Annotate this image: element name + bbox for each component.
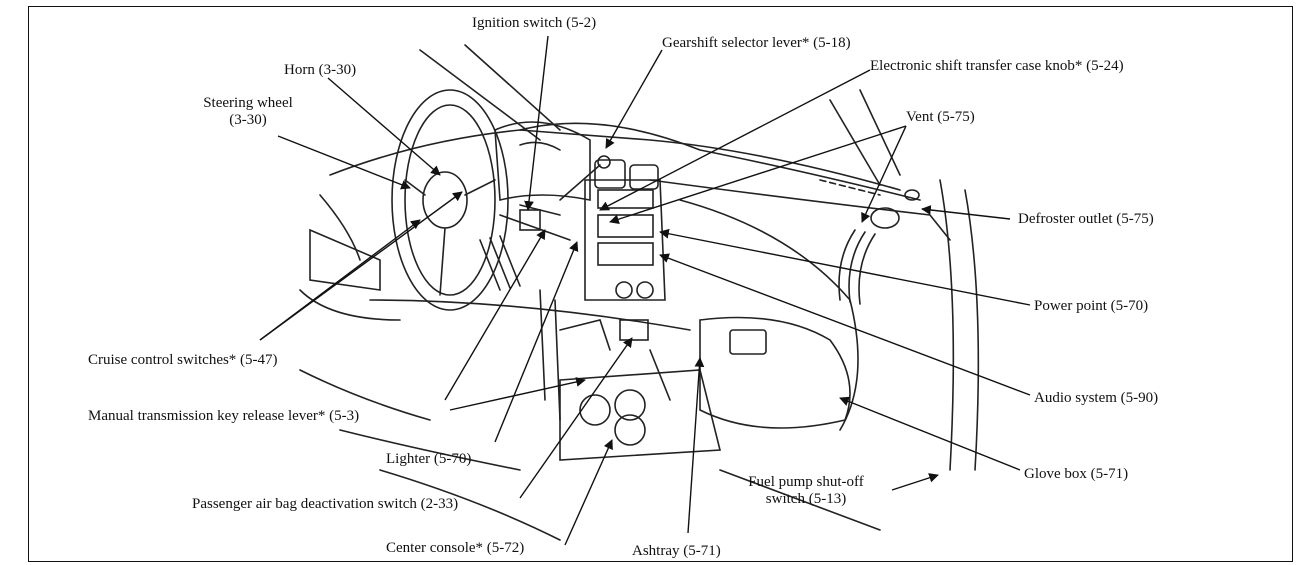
leader-ashtray [687, 357, 705, 534]
label-steering-wheel-line1: Steering wheel [203, 95, 293, 111]
label-cruise-control-switches: Cruise control switches* (5-47) [88, 352, 278, 368]
label-lighter: Lighter (5-70) [386, 451, 472, 467]
label-ashtray: Ashtray (5-71) [632, 543, 721, 559]
label-ignition-switch: Ignition switch (5-2) [472, 15, 597, 31]
leader-horn [327, 77, 441, 176]
label-fuel-pump-switch: Fuel pump shut-off switch (5-13) [722, 474, 890, 508]
label-transfer-case-knob: Electronic shift transfer case knob* (5-… [870, 58, 1124, 74]
label-gearshift-selector-lever: Gearshift selector lever* (5-18) [662, 35, 851, 51]
label-fuel-pump-line1: Fuel pump shut-off [748, 474, 864, 490]
label-audio-system: Audio system (5-90) [1034, 390, 1159, 406]
label-vent: Vent (5-75) [906, 109, 975, 125]
label-center-console: Center console* (5-72) [386, 540, 525, 556]
leader-center-console [564, 439, 613, 546]
label-power-point: Power point (5-70) [1034, 298, 1149, 314]
leader-cruise-2 [259, 191, 463, 341]
leader-fuel-pump [891, 473, 939, 491]
leader-vent-2 [861, 125, 907, 223]
leader-air-bag [519, 337, 633, 499]
label-defroster-outlet: Defroster outlet (5-75) [1018, 211, 1154, 227]
label-glove-box: Glove box (5-71) [1024, 466, 1129, 482]
leader-glove-box [839, 396, 1021, 471]
leader-lighter [494, 241, 579, 443]
label-passenger-air-bag-switch: Passenger air bag deactivation switch (2… [192, 496, 459, 512]
diagram-frame [28, 6, 1293, 562]
dashboard-sketch [299, 44, 980, 541]
label-horn: Horn (3-30) [284, 62, 357, 78]
label-steering-wheel-line2: (3-30) [229, 112, 267, 128]
leader-console-cupholder [449, 377, 586, 411]
leader-ignition-switch [524, 35, 549, 211]
leader-lines [259, 35, 1031, 546]
leader-defroster [921, 205, 1011, 220]
label-steering-wheel: Steering wheel (3-30) [188, 95, 308, 129]
label-fuel-pump-line2: switch (5-13) [765, 491, 847, 507]
leader-transfer-case [599, 69, 871, 211]
leader-gearshift [605, 49, 663, 149]
leader-audio-system [659, 253, 1031, 396]
leader-vent-1 [609, 125, 907, 224]
label-manual-key-release-lever: Manual transmission key release lever* (… [88, 408, 360, 424]
leader-steering-wheel [277, 135, 411, 190]
leader-power-point [659, 228, 1031, 306]
leader-manual-key-release [444, 229, 546, 401]
